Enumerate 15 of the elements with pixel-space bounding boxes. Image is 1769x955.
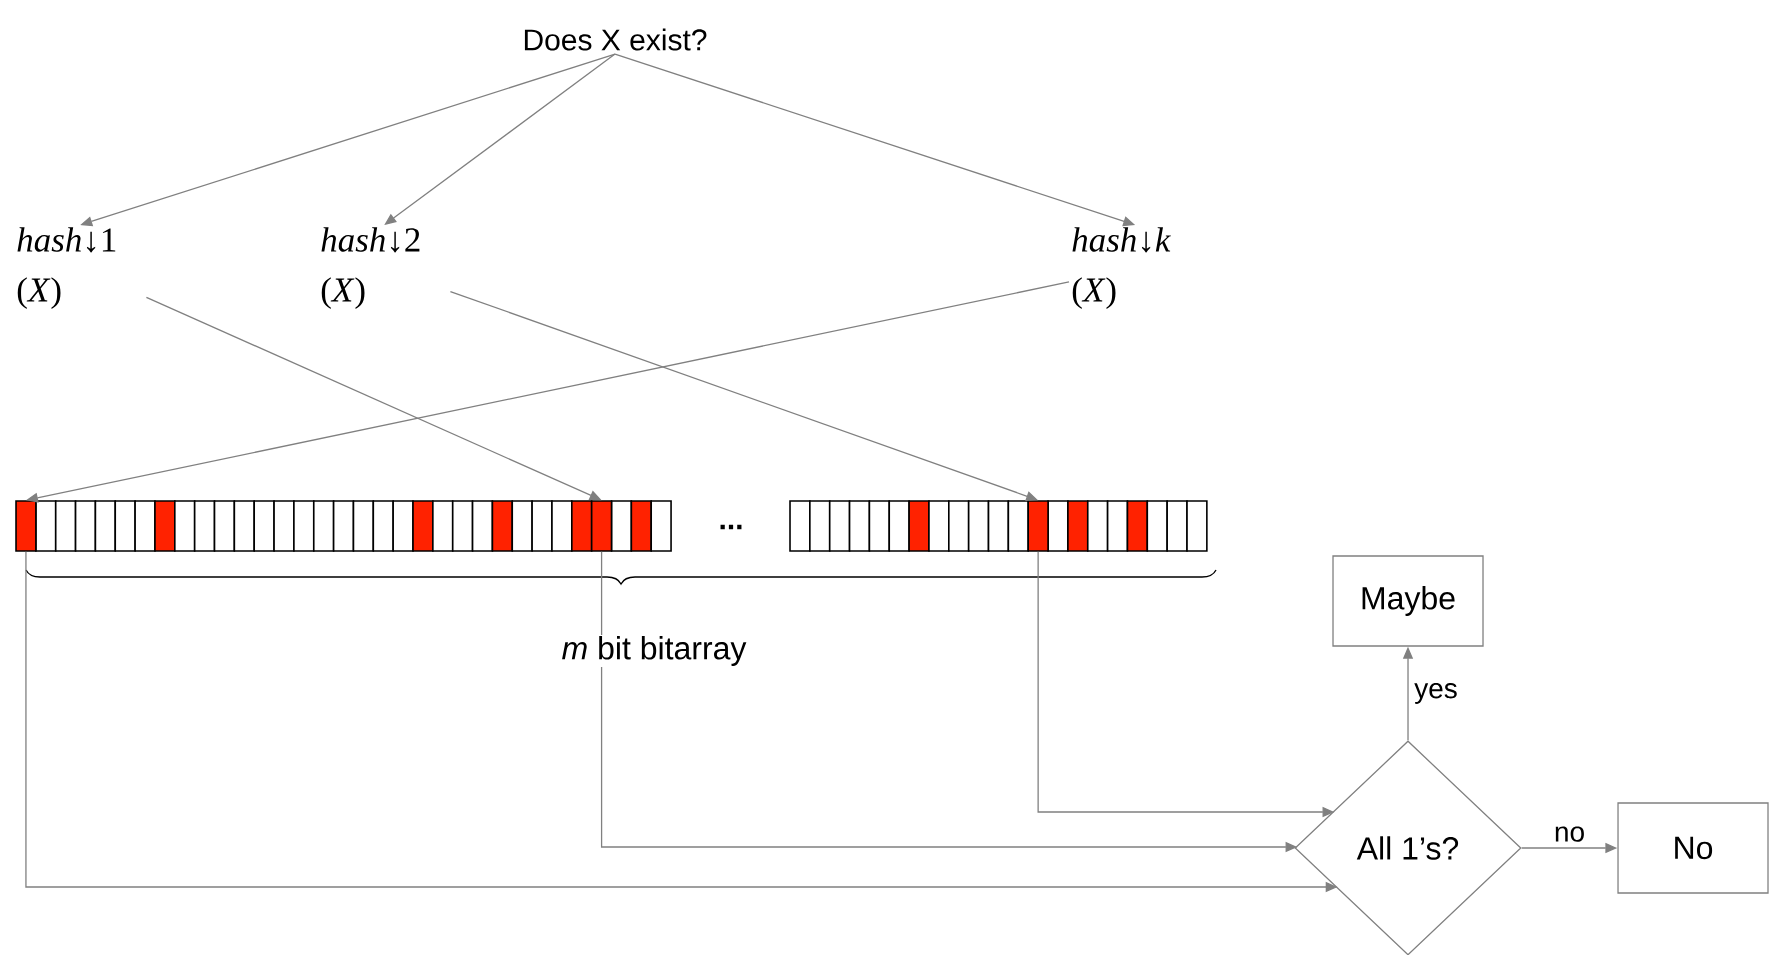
- bit-cell: [15, 500, 37, 552]
- result-box: Maybe: [1332, 555, 1484, 647]
- hash-function-label: hash↓2 (X): [321, 227, 420, 309]
- hash-function-label: hash↓k (X): [1072, 227, 1171, 309]
- arrow: [26, 281, 1070, 503]
- edge-label: no: [1555, 826, 1584, 842]
- bitarray-caption: m bit bitarray: [562, 636, 747, 666]
- arrow: [384, 53, 616, 225]
- bit-cell: [1027, 500, 1049, 552]
- hash-function-label: hash↓1 (X): [17, 227, 116, 309]
- result-box: No: [1617, 802, 1769, 894]
- ellipsis: ...: [720, 524, 742, 530]
- bitarray-title: Does X exist?: [524, 28, 707, 51]
- edge-label: yes: [1414, 683, 1457, 704]
- bit-cell: [590, 500, 613, 552]
